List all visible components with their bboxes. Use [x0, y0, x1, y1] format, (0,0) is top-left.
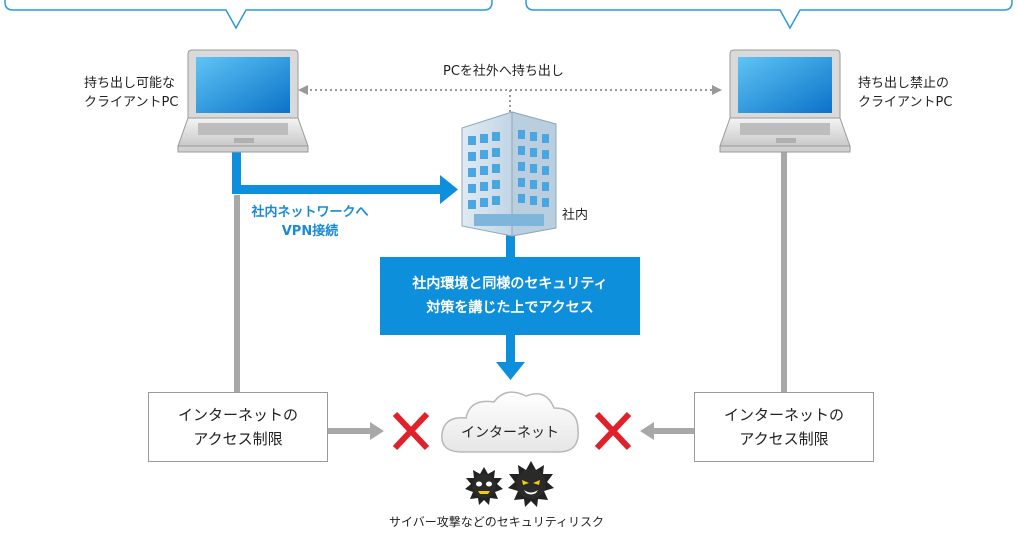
vpn-label: 社内ネットワークへ VPN接続 [248, 203, 372, 241]
office-building-icon [461, 111, 557, 237]
left-box-line2: アクセス制限 [193, 430, 283, 448]
right-pc-label: 持ち出し禁止の クライアントPC [858, 74, 952, 112]
left-pc-label: 持ち出し可能な クライアントPC [84, 74, 178, 112]
left-pc-label-line2: クライアントPC [84, 95, 179, 110]
office-connector [506, 228, 515, 258]
virus-icon [465, 467, 503, 505]
take-out-arrowhead-left [298, 85, 308, 95]
laptop-icon [719, 49, 851, 153]
left-internet-restriction-box: インターネットの アクセス制限 [148, 392, 328, 462]
vpn-arrow [232, 148, 458, 204]
right-box-line1: インターネットの [723, 406, 844, 424]
take-out-arrow [305, 89, 715, 112]
right-internet-restriction-box: インターネットの アクセス制限 [694, 392, 874, 462]
take-out-arrowhead-right [712, 85, 722, 95]
right-block-arrow [640, 422, 696, 440]
right-box-line2: アクセス制限 [739, 430, 829, 448]
access-arrow [496, 334, 525, 380]
blocked-cross-icon [392, 411, 430, 451]
internet-cloud-icon [441, 391, 579, 453]
security-risk-label: サイバー攻撃などのセキュリティリスク [389, 515, 605, 529]
callout-left [4, 0, 493, 30]
virus-icon [508, 461, 554, 507]
vpn-label-line1: 社内ネットワークへ [251, 205, 369, 220]
internet-label: インターネット [461, 425, 559, 441]
vpn-label-line2: VPN接続 [281, 224, 339, 239]
left-pc-connector [234, 195, 240, 392]
laptop-icon [177, 49, 309, 153]
right-pc-connector [781, 152, 787, 392]
left-box-line1: インターネットの [177, 406, 298, 424]
right-pc-label-line2: クライアントPC [858, 95, 953, 110]
security-line2: 対策を講じた上でアクセス [426, 300, 594, 316]
take-out-label: PCを社外へ持ち出し [443, 64, 564, 79]
left-block-arrow [328, 422, 384, 440]
left-pc-label-line1: 持ち出し可能な [84, 76, 176, 91]
callout-right [525, 0, 1013, 30]
security-line1: 社内環境と同様のセキュリティ [412, 276, 608, 292]
office-label: 社内 [562, 208, 589, 223]
security-measures-box: 社内環境と同様のセキュリティ 対策を講じた上でアクセス [380, 257, 640, 335]
right-pc-label-line1: 持ち出し禁止の [858, 76, 950, 91]
blocked-cross-icon [594, 411, 632, 451]
